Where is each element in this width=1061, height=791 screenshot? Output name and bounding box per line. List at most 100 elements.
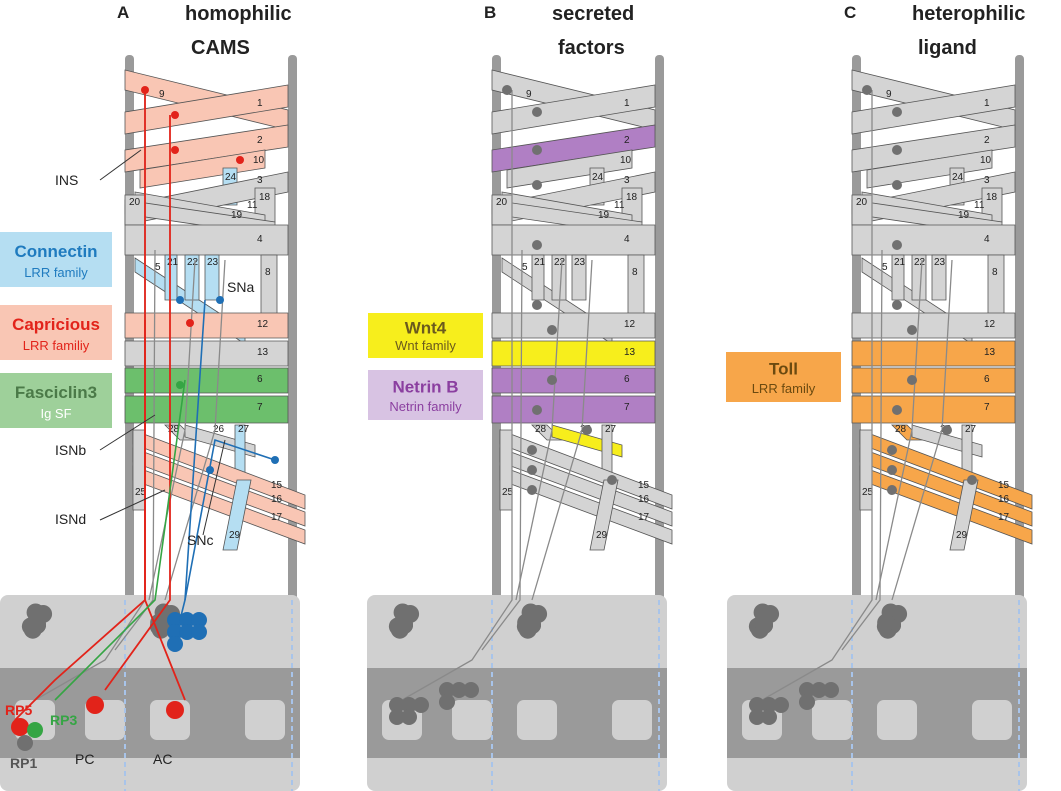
- muscle-25: [859, 429, 873, 511]
- legend-name: Fasciclin3: [15, 383, 97, 402]
- muscle-label-19: 19: [598, 210, 610, 221]
- muscle-6: [124, 367, 289, 394]
- nmj-terminal: [862, 85, 872, 95]
- neuron-cluster-dorsal: [21, 603, 53, 639]
- neuron-cluster-ventral: [389, 697, 429, 725]
- muscle-12: [851, 312, 1016, 339]
- neuron-soma: [179, 624, 195, 640]
- axon-group: [761, 90, 953, 701]
- label-snc: SNc: [187, 532, 213, 548]
- axon-rp2: [144, 320, 186, 701]
- legend-name: Connectin: [14, 242, 97, 261]
- nmj-terminal: [527, 485, 537, 495]
- neuron-soma: [401, 697, 417, 713]
- axon-path: [401, 90, 513, 701]
- panel-letter: A: [117, 3, 129, 22]
- muscle-10: [139, 149, 266, 189]
- nmj-red: [186, 319, 194, 327]
- nmj-terminal: [532, 145, 542, 155]
- muscle-label-22: 22: [554, 257, 566, 268]
- legend-name: Capricious: [12, 315, 100, 334]
- nmj-green: [176, 381, 184, 389]
- leader-isnd: [99, 489, 166, 521]
- commissure-gap: [452, 700, 492, 740]
- muscle-label-12: 12: [257, 319, 269, 330]
- muscle-label-18: 18: [986, 192, 998, 203]
- nmj-terminal: [967, 475, 977, 485]
- muscle-label-16: 16: [271, 494, 283, 505]
- tracheal-rod: [288, 55, 297, 600]
- legend-name: Toll: [769, 360, 798, 379]
- muscle-label-6: 6: [257, 374, 263, 385]
- muscle-label-13: 13: [257, 347, 269, 358]
- panel-title-line1: heterophilic: [912, 3, 1025, 25]
- muscle-label-12: 12: [624, 319, 636, 330]
- axon-rp5: [104, 115, 171, 691]
- muscle-label-3: 3: [257, 175, 263, 186]
- muscle-label-28: 28: [535, 424, 547, 435]
- muscle-label-19: 19: [958, 210, 970, 221]
- muscle-label-15: 15: [271, 480, 283, 491]
- muscle-label-12: 12: [984, 319, 996, 330]
- legend-box: [368, 370, 483, 420]
- nmj-terminal: [942, 425, 952, 435]
- neuron-soma: [799, 694, 815, 710]
- neuron-soma: [877, 613, 896, 632]
- muscle-label-21: 21: [167, 257, 179, 268]
- neuron-rp5: [11, 718, 29, 736]
- neuron-cluster-ventral: [799, 682, 839, 710]
- nmj-terminal: [892, 107, 902, 117]
- label-rp5: RP5: [5, 702, 32, 718]
- axon-path: [875, 259, 923, 601]
- muscle-6: [491, 367, 656, 394]
- neuron-cluster-connectin: [167, 612, 207, 652]
- nmj-terminal: [607, 475, 617, 485]
- commissure-gap: [517, 700, 557, 740]
- muscle-label-5: 5: [155, 262, 161, 273]
- muscle-7: [124, 395, 289, 424]
- panel-title-line1: secreted: [552, 3, 634, 25]
- neuron-soma: [749, 697, 765, 713]
- axon-path: [841, 249, 883, 651]
- muscle-label-28: 28: [895, 424, 907, 435]
- legend-name: Wnt4: [405, 318, 447, 337]
- muscle-13: [851, 340, 1016, 367]
- muscle-29: [222, 479, 252, 551]
- axon-green-group: [54, 379, 186, 701]
- muscle-4: [491, 224, 656, 256]
- muscle-12: [124, 312, 289, 339]
- muscle-label-24: 24: [952, 172, 964, 183]
- nmj-terminal: [527, 445, 537, 455]
- neuron-soma: [463, 682, 479, 698]
- muscle-label-10: 10: [620, 155, 632, 166]
- muscle-22: [184, 254, 200, 301]
- muscle-label-11: 11: [974, 200, 985, 211]
- muscle-label-7: 7: [624, 402, 630, 413]
- panel-letter: B: [484, 3, 496, 22]
- nmj-red: [171, 111, 179, 119]
- muscle-label-11: 11: [247, 200, 258, 211]
- neuron-soma: [413, 697, 429, 713]
- neuron-soma: [451, 682, 467, 698]
- muscle-label-29: 29: [229, 530, 241, 541]
- muscle-label-16: 16: [638, 494, 650, 505]
- neuron-soma: [823, 682, 839, 698]
- muscle-label-11: 11: [614, 200, 625, 211]
- label-sna: SNa: [227, 279, 254, 295]
- muscle-label-29: 29: [596, 530, 608, 541]
- muscle-label-23: 23: [574, 257, 586, 268]
- muscle-13: [124, 340, 289, 367]
- muscle-label-15: 15: [998, 480, 1010, 491]
- label-ins: INS: [55, 172, 78, 188]
- muscle-label-27: 27: [965, 424, 977, 435]
- muscle-label-7: 7: [257, 402, 263, 413]
- neuron-soma: [167, 636, 183, 652]
- muscle-label-2: 2: [257, 135, 263, 146]
- muscle-label-24: 24: [225, 172, 237, 183]
- nmj-red: [141, 86, 149, 94]
- muscle-label-3: 3: [624, 175, 630, 186]
- legend-box: [368, 313, 483, 358]
- nmj-blue: [206, 466, 214, 474]
